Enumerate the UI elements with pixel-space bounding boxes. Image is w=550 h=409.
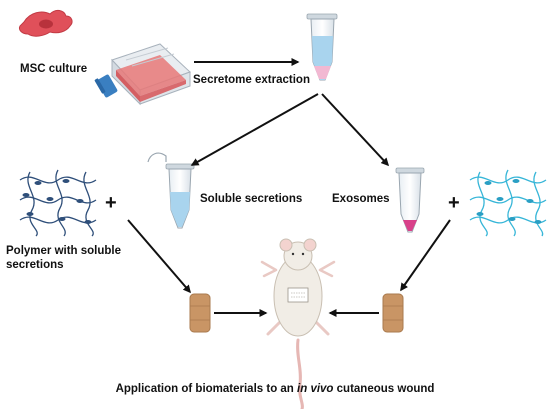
polymer-label-line1: Polymer with soluble [6,245,122,257]
figure-caption: Application of biomaterials to an in viv… [0,382,550,396]
soluble-tube-icon [147,152,195,229]
msc-culture-label: MSC culture [20,63,88,75]
bandage-right-icon [382,293,404,333]
arrow-exosomes-to-bandage [400,219,451,292]
mouse-icon [260,238,336,409]
plus-sign-left: + [105,192,117,214]
caption-part2: cutaneous wound [333,383,435,395]
exosomes-label: Exosomes [332,193,390,205]
caption-italic: in vivo [297,383,334,395]
culture-flask-icon [94,43,191,106]
caption-part1: Application of biomaterials to an [115,383,298,395]
polymer-label: Polymer with soluble secretions [6,244,121,272]
bandage-left-icon [189,293,211,333]
exosome-tube-icon [395,167,425,233]
soluble-secretions-label: Soluble secretions [200,193,303,205]
polymer-network-light-icon [469,169,547,237]
secretome-extraction-label: Secretome extraction [193,74,310,86]
polymer-label-line2: secretions [6,259,64,271]
arrow-secretome-to-exosomes [321,93,390,167]
secretome-tube-icon [306,13,338,81]
arrow-secretome-to-soluble [190,93,319,166]
polymer-network-dark-icon [19,169,97,237]
arrow-polymer-to-bandage [127,219,191,294]
plus-sign-right: + [448,192,460,214]
msc-cell-icon [19,9,73,37]
